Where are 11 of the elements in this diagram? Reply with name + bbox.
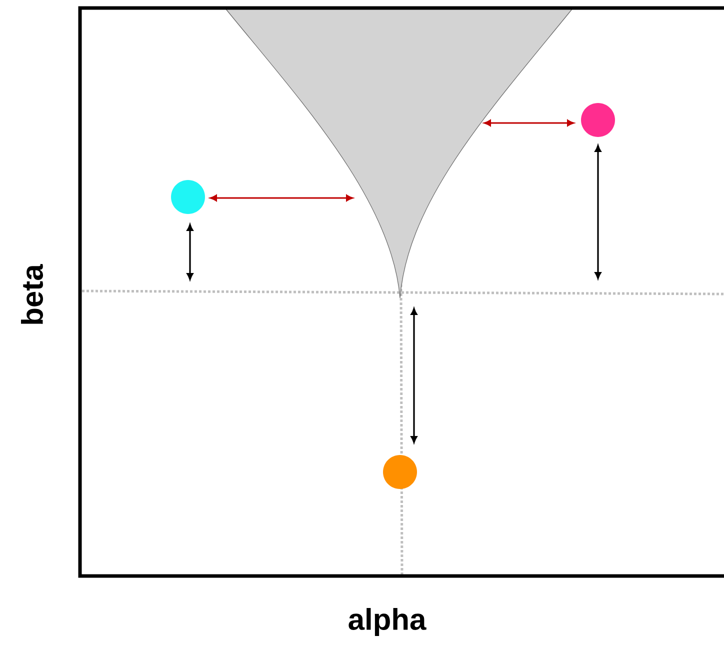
arrow xyxy=(410,308,418,443)
axis-label: beta xyxy=(21,264,44,324)
dot xyxy=(383,455,417,489)
dot xyxy=(581,103,615,137)
arrow xyxy=(186,224,194,280)
arrow xyxy=(484,120,574,126)
dot xyxy=(171,180,205,214)
shaded-region xyxy=(224,8,574,298)
arrow xyxy=(594,145,602,279)
axis-label: alpha xyxy=(348,608,426,636)
arrow xyxy=(210,194,353,202)
